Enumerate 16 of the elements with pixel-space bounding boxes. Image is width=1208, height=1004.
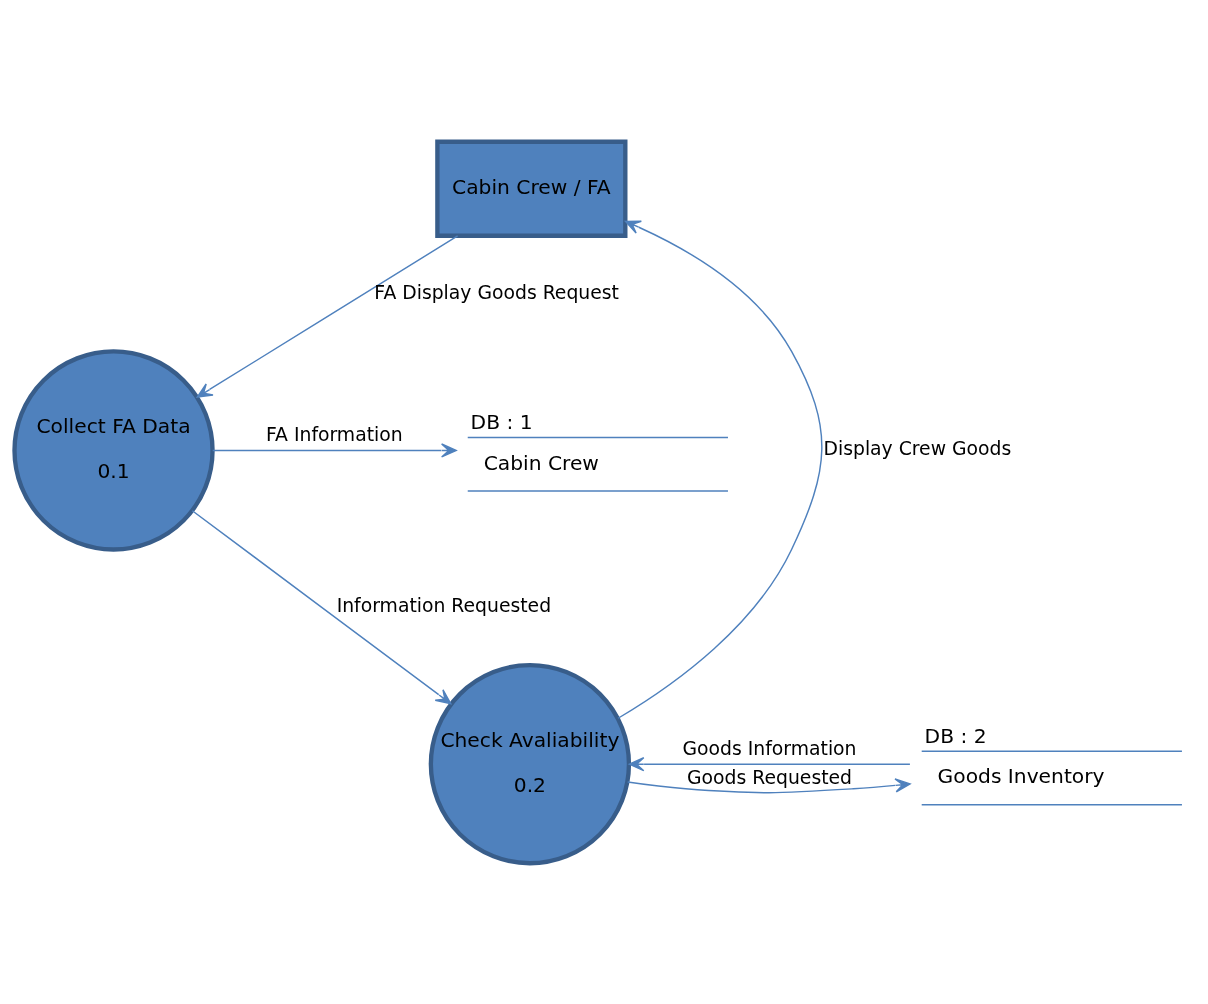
edge-label: Display Crew Goods — [823, 437, 1012, 459]
edge-label: Goods Requested — [687, 766, 853, 788]
arrow — [196, 234, 459, 398]
edge-label: FA Information — [266, 423, 403, 445]
node-box: Cabin Crew / FA — [435, 139, 628, 238]
arrow — [191, 509, 452, 704]
node-circle: Check Avaliability 0.2 — [428, 662, 632, 865]
edge-label: FA Display Goods Request — [374, 281, 619, 302]
arrow — [617, 220, 823, 719]
edge-label: Goods Information — [682, 737, 857, 759]
arrow — [628, 756, 911, 771]
node-text: DB : 2 Goods Inventory — [924, 723, 1105, 788]
arrow — [626, 777, 911, 793]
edge-label: Information Requested — [336, 594, 552, 616]
arrow — [212, 442, 457, 458]
node-text: DB : 1 Cabin Crew — [470, 409, 599, 475]
